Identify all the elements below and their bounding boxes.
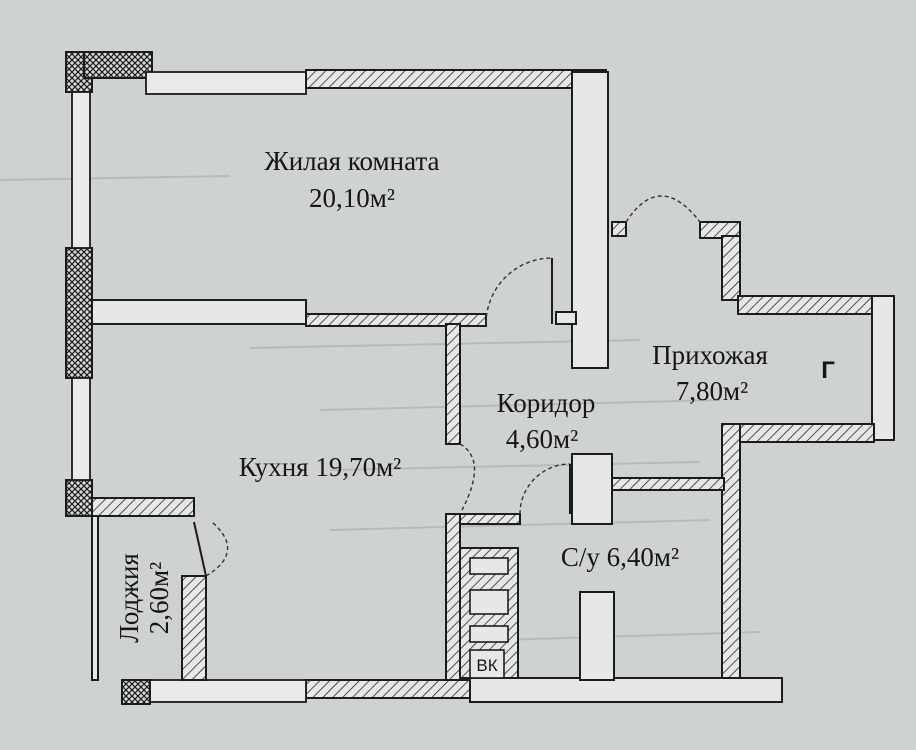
loggia-name: Лоджия: [114, 553, 144, 643]
window-living-left: [71, 91, 91, 249]
wall-left-pier: [65, 247, 93, 379]
living-room-name: Жилая комната: [265, 146, 440, 176]
wall-loggia-left: [91, 515, 99, 681]
wall-kitchen-corridor-upper: [445, 323, 461, 445]
window-living-top: [145, 71, 307, 95]
wall-loggia-top: [91, 497, 195, 517]
wall-living-stub: [555, 311, 577, 325]
door-bath-swing: [519, 463, 571, 515]
hall-area: 7,80м²: [676, 376, 748, 406]
loggia-area: 2,60м²: [144, 562, 174, 634]
wall-living-kitchen: [91, 299, 307, 325]
wall-hall-top: [699, 221, 741, 239]
doors: [193, 195, 701, 577]
wall-living-kitchen-hatched: [305, 313, 487, 327]
bath-fixture: [579, 591, 615, 681]
wall-living-top: [305, 69, 607, 89]
wall-bath-right: [721, 423, 741, 687]
door-loggia-leaf: [193, 521, 207, 577]
vent-mark: ВК: [476, 656, 497, 675]
bathroom-label: С/у 6,40м²: [561, 542, 679, 572]
wall-living-right: [571, 71, 609, 369]
door-living-swing: [485, 257, 553, 325]
wall-niche-bottom: [737, 423, 875, 443]
wall-hall-right-upper: [721, 235, 741, 301]
door-kitchen-swing: [459, 443, 476, 511]
wall-corridor-bottom: [459, 513, 521, 525]
vent-cell-3: [469, 625, 509, 643]
wall-niche-top: [737, 295, 875, 315]
door-loggia-swing: [205, 521, 229, 577]
living-room-area: 20,10м²: [309, 183, 395, 213]
wardrobe-mark: Г: [821, 357, 835, 384]
wall-bottom-right: [469, 677, 783, 703]
wall-loggia-right: [181, 575, 207, 681]
door-entrance-swing: [625, 195, 701, 223]
wall-top-left-cap: [83, 51, 153, 79]
window-kitchen-left: [71, 377, 91, 481]
wall-hall-door-post: [611, 221, 627, 237]
wall-niche-right: [871, 295, 895, 441]
vent-label-box: [469, 649, 505, 679]
wall-bath-shaft: [571, 453, 613, 525]
outer-walls: [65, 51, 895, 705]
window-kitchen-bottom: [149, 679, 307, 703]
wall-bath-top: [611, 477, 725, 491]
wall-kitchen-bottom: [305, 679, 471, 699]
corridor-area: 4,60м²: [506, 424, 578, 454]
wall-kitchen-corridor-lower: [445, 513, 461, 681]
wall-bottom-corner: [121, 679, 151, 705]
corridor-name: Коридор: [497, 388, 596, 418]
vent-cell-1: [469, 557, 509, 575]
vent-cell-2: [469, 589, 509, 615]
wall-left-bottom: [65, 479, 93, 517]
kitchen-label: Кухня 19,70м²: [239, 452, 402, 482]
interior-walls: [91, 299, 725, 681]
hall-name: Прихожая: [652, 340, 768, 370]
